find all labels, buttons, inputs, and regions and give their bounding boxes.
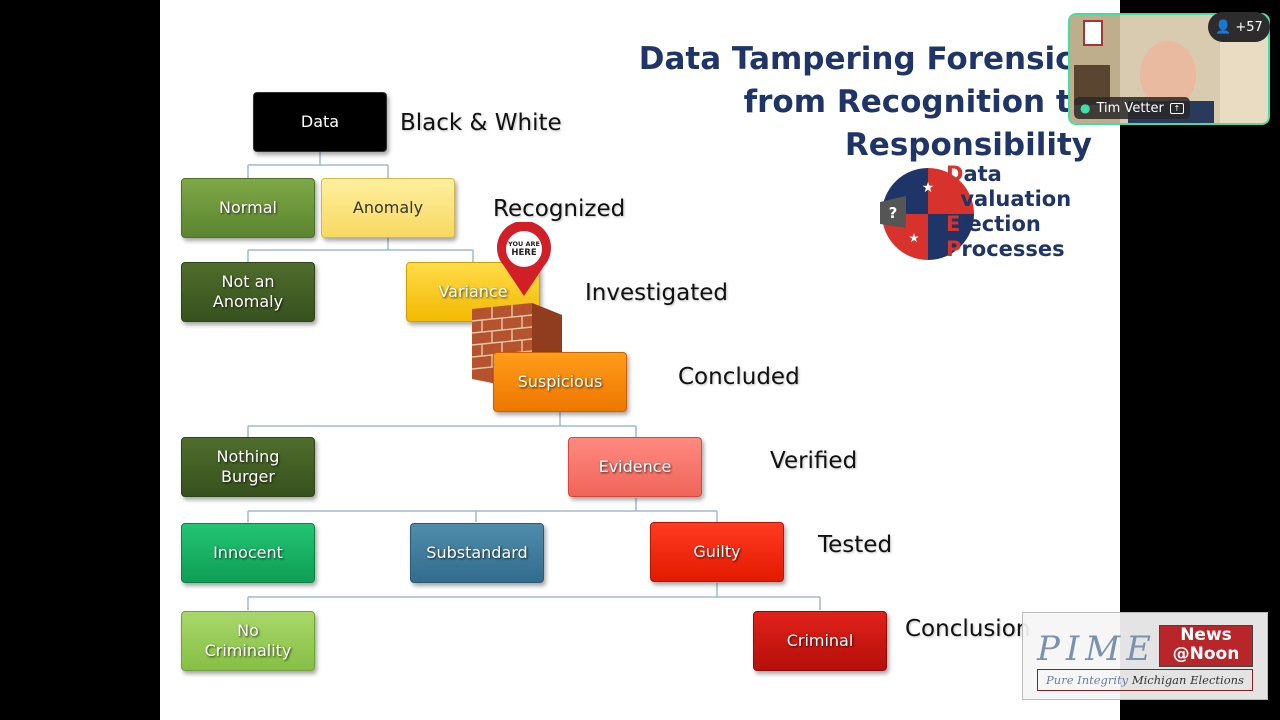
pime-logo-text: PIME	[1037, 629, 1157, 669]
box-substandard: Substandard	[410, 523, 544, 583]
screen-share-icon[interactable]: ↑	[1169, 102, 1184, 114]
you-are-here-pin-icon: YOU ARE HERE	[497, 222, 551, 296]
box-innocent-label: Innocent	[213, 543, 283, 562]
title-line-1: Data Tampering Forensics	[638, 41, 1092, 77]
stage-concluded: Concluded	[678, 364, 800, 390]
stage-recognized: Recognized	[493, 196, 626, 222]
title-line-3: Responsibility	[844, 127, 1092, 163]
box-innocent: Innocent	[181, 523, 315, 583]
deep-pie-logo-icon: ? ★ ★	[880, 168, 974, 260]
participant-name-tag: ● Tim Vetter ↑	[1074, 97, 1190, 119]
box-variance-label: Variance	[438, 282, 508, 301]
box-guilty: Guilty	[650, 522, 784, 582]
box-suspicious: Suspicious	[493, 352, 627, 412]
participant-count-button[interactable]: 👤 +57	[1208, 12, 1270, 42]
box-normal-label: Normal	[219, 198, 277, 217]
box-anomaly: Anomaly	[321, 178, 455, 238]
box-criminal: Criminal	[753, 611, 887, 671]
participant-name: Tim Vetter	[1096, 100, 1164, 116]
box-evidence-label: Evidence	[598, 457, 672, 476]
box-guilty-label: Guilty	[693, 542, 741, 561]
box-evidence: Evidence	[568, 437, 702, 497]
box-data: Data	[253, 92, 387, 152]
deep-logo-text: Data Evaluation Election Processes	[946, 162, 1072, 261]
pime-tagline: Pure Integrity Michigan Elections	[1037, 669, 1253, 691]
stage-tested: Tested	[818, 532, 893, 558]
box-suspicious-label: Suspicious	[517, 372, 603, 391]
box-criminal-label: Criminal	[786, 631, 854, 650]
participant-count: +57	[1235, 19, 1263, 35]
svg-text:?: ?	[889, 204, 898, 222]
svg-text:★: ★	[922, 180, 935, 196]
news-at-noon-box: News @Noon	[1159, 625, 1253, 667]
pime-news-watermark: PIME News @Noon Pure Integrity Michigan …	[1022, 612, 1268, 700]
box-normal: Normal	[181, 178, 315, 238]
box-anomaly-label: Anomaly	[352, 198, 424, 217]
pin-label-line1: YOU ARE	[507, 240, 540, 248]
title-line-2: from Recognition to	[743, 84, 1092, 120]
slide-title: Data Tampering Forensics from Recognitio…	[639, 38, 1092, 167]
connector-lines	[247, 152, 821, 610]
pin-label-line2: HERE	[511, 248, 536, 258]
stage-black-white: Black & White	[400, 110, 562, 136]
svg-text:★: ★	[909, 231, 920, 245]
box-data-label: Data	[300, 112, 340, 131]
box-substandard-label: Substandard	[426, 543, 528, 562]
stage-verified: Verified	[770, 448, 858, 474]
microphone-icon: ●	[1080, 101, 1091, 115]
stage-investigated: Investigated	[585, 280, 728, 306]
stage-conclusion: Conclusion	[905, 616, 1031, 642]
person-icon: 👤	[1215, 19, 1232, 35]
deep-logo: ? ★ ★ Data Evaluation Election Processes	[878, 160, 1118, 270]
